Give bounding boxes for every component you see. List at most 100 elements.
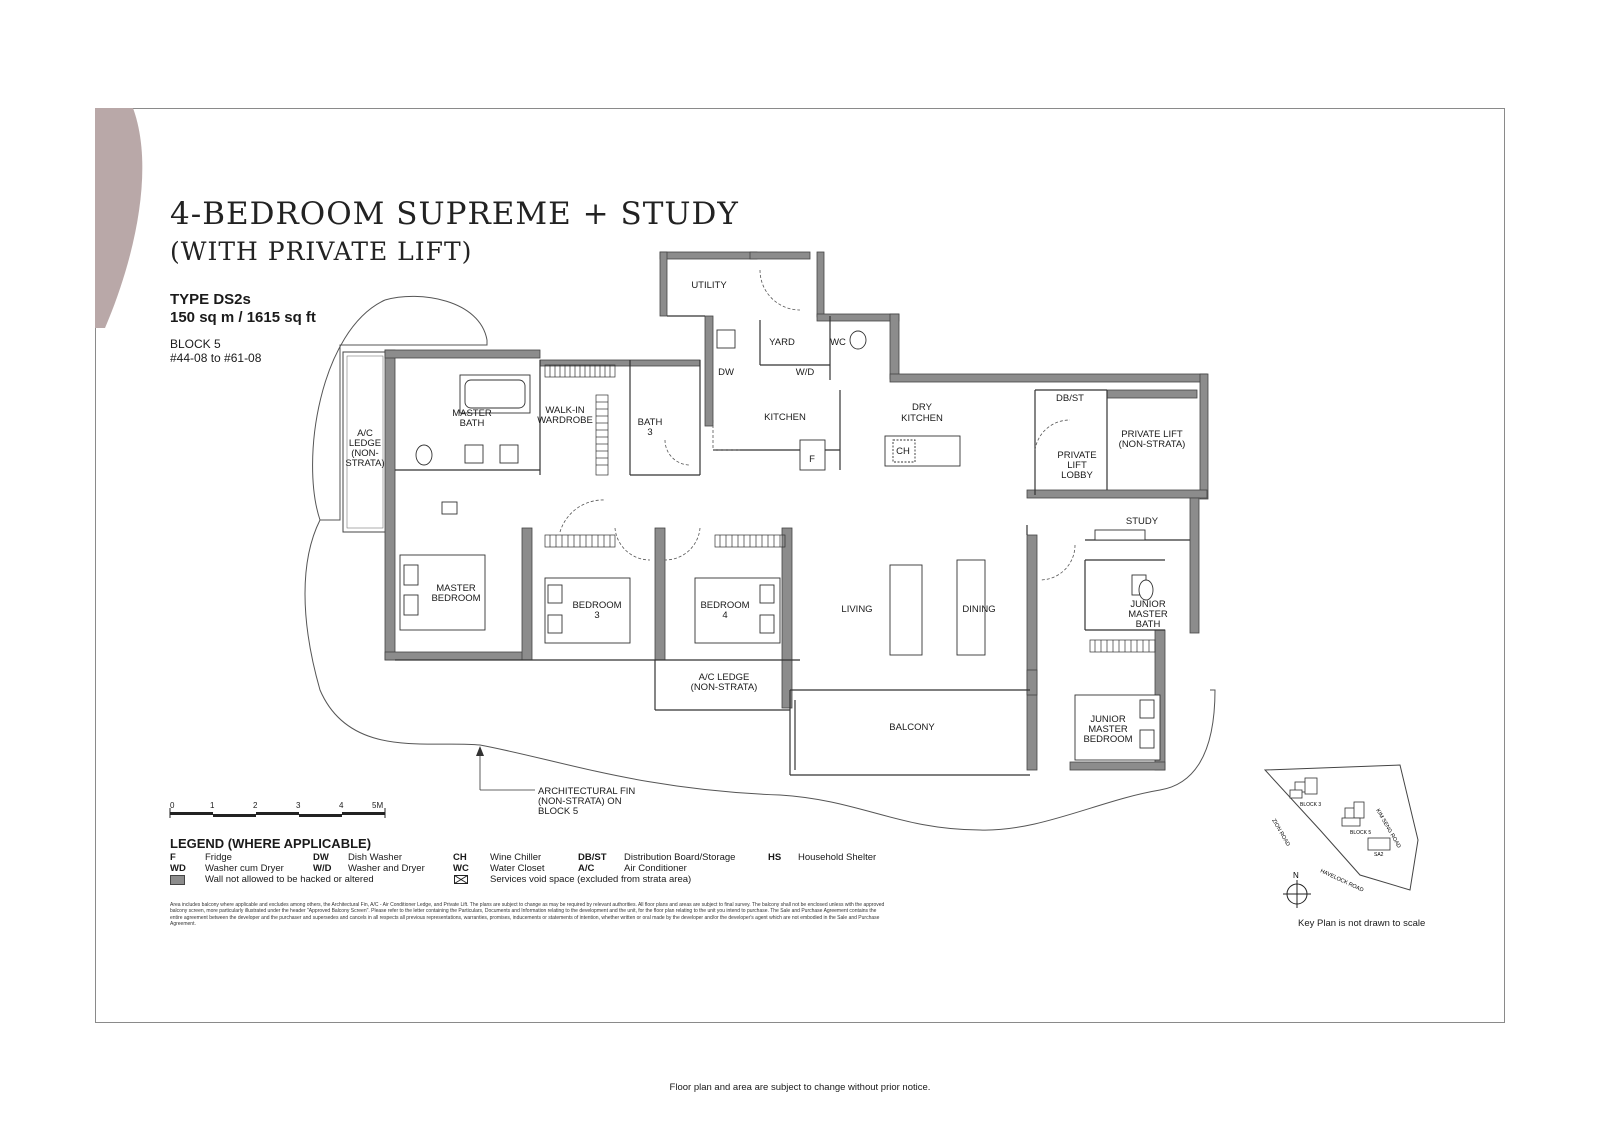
load-bearing-walls: [384, 251, 1209, 771]
page-frame: [95, 108, 1505, 1023]
disclaimer-text: Area includes balcony where applicable a…: [170, 902, 885, 927]
room-study: STUDY: [1126, 516, 1159, 527]
legend-wall-swatch: [170, 875, 185, 885]
legend-code-dbst: DB/ST: [578, 852, 607, 863]
room-bed3-2: 3: [594, 610, 599, 621]
room-kitchen: KITCHEN: [764, 412, 806, 423]
room-private-lift-1: PRIVATE LIFT: [1121, 429, 1183, 440]
room-balcony: BALCONY: [889, 722, 935, 733]
room-master-bath-1: MASTER: [452, 408, 492, 419]
furniture: [399, 329, 1161, 761]
room-bath3-1: BATH: [638, 417, 663, 428]
scale-1: 1: [210, 801, 215, 810]
keyplan-zion: ZION ROAD: [1270, 818, 1290, 847]
room-utility: UTILITY: [691, 280, 727, 291]
room-lift-lobby-2: LIFT: [1067, 460, 1087, 471]
room-walkin-2: WARDROBE: [537, 415, 593, 426]
room-lift-lobby-3: LOBBY: [1061, 470, 1093, 481]
legend-code-ch: CH: [453, 852, 467, 863]
legend-code-w-d: W/D: [313, 863, 332, 874]
key-plan: BLOCK 3 BLOCK 5 SA2 KIM SENG ROAD ZION R…: [1263, 764, 1419, 908]
legend-desc-dishwasher: Dish Washer: [348, 852, 403, 863]
wardrobe-hatching: [544, 364, 1156, 653]
legend-code-hs: HS: [768, 852, 782, 863]
legend-desc-wine-chiller: Wine Chiller: [490, 852, 542, 863]
legend-desc-services-void: Services void space (excluded from strat…: [490, 874, 692, 885]
scale-4: 4: [339, 801, 344, 810]
room-bed4-1: BEDROOM: [700, 600, 749, 611]
services-void-icon: [454, 875, 468, 884]
room-jr-bath-3: BATH: [1136, 619, 1161, 630]
unit-type: TYPE DS2s: [170, 291, 251, 308]
room-jr-bed-1: JUNIOR: [1090, 714, 1126, 725]
legend-desc-distribution-board: Distribution Board/Storage: [624, 852, 736, 863]
legend-desc-washer-dryer: Washer cum Dryer: [205, 863, 284, 874]
room-master-bath-2: BATH: [460, 418, 485, 429]
room-master-bed-2: BEDROOM: [431, 593, 480, 604]
footer-note: Floor plan and area are subject to chang…: [669, 1082, 931, 1093]
scale-5m: 5M: [372, 801, 383, 810]
block-label: BLOCK 5: [170, 337, 221, 351]
room-ac-ledge-3: (NON-: [351, 448, 378, 459]
room-labels: UTILITY YARD WC W/D DW KITCHEN DRY KITCH…: [345, 280, 1185, 745]
room-ac-ledge-b-1: A/C LEDGE: [699, 672, 750, 683]
architectural-fin-outline: [304, 295, 1216, 831]
unit-area: 150 sq m / 1615 sq ft: [170, 309, 316, 326]
scale-3: 3: [296, 801, 301, 810]
decorative-swoosh: [95, 108, 143, 328]
room-jr-bed-3: BEDROOM: [1083, 734, 1132, 745]
room-yard: YARD: [769, 337, 795, 348]
legend-desc-air-conditioner: Air Conditioner: [624, 863, 687, 874]
room-walkin-1: WALK-IN: [545, 405, 584, 416]
legend-code-f: F: [170, 852, 176, 863]
legend-title: LEGEND (WHERE APPLICABLE): [170, 836, 372, 851]
legend-code-wc: WC: [453, 863, 469, 874]
keyplan-block5: BLOCK 5: [1350, 830, 1371, 836]
label-wd: W/D: [796, 367, 815, 378]
room-bed3-1: BEDROOM: [572, 600, 621, 611]
room-jr-bath-1: JUNIOR: [1130, 599, 1166, 610]
scale-2: 2: [253, 801, 258, 810]
room-dry-kitchen-2: KITCHEN: [901, 413, 943, 424]
fin-note-3: BLOCK 5: [538, 806, 578, 817]
plan-title: 4-BEDROOM SUPREME + STUDY: [170, 196, 739, 232]
unit-numbers: #44-08 to #61-08: [170, 351, 262, 365]
fin-note-2: (NON-STRATA) ON: [538, 796, 622, 807]
label-fridge: F: [809, 454, 815, 465]
room-private-lift-2: (NON-STRATA): [1119, 439, 1186, 450]
keyplan-block3: BLOCK 3: [1300, 802, 1321, 808]
legend-desc-wall: Wall not allowed to be hacked or altered: [205, 874, 374, 885]
room-dry-kitchen-1: DRY: [912, 402, 933, 413]
room-bed4-2: 4: [722, 610, 727, 621]
north-arrow-icon: N: [1283, 871, 1311, 908]
fin-leader: ARCHITECTURAL FIN (NON-STRATA) ON BLOCK …: [476, 746, 635, 817]
keyplan-note: Key Plan is not drawn to scale: [1298, 918, 1426, 929]
scale-labels: 0 1 2 3 4 5M: [170, 801, 383, 810]
room-bath3-2: 3: [647, 427, 652, 438]
legend-desc-fridge: Fridge: [205, 852, 232, 863]
keyplan-sa2: SA2: [1374, 852, 1384, 858]
room-ac-ledge-2: LEDGE: [349, 438, 381, 449]
room-master-bed-1: MASTER: [436, 583, 476, 594]
room-lift-lobby-1: PRIVATE: [1057, 450, 1096, 461]
door-swings: [559, 269, 1076, 581]
legend-code-wd: WD: [170, 863, 186, 874]
plan-subtitle: (WITH PRIVATE LIFT): [170, 237, 473, 266]
label-ch: CH: [896, 446, 910, 457]
room-ac-ledge-b-2: (NON-STRATA): [691, 682, 758, 693]
label-dbst: DB/ST: [1056, 393, 1084, 404]
room-jr-bath-2: MASTER: [1128, 609, 1168, 620]
room-ac-ledge-4: STRATA): [345, 458, 384, 469]
legend-code-dw: DW: [313, 852, 329, 863]
legend-desc-household-shelter: Household Shelter: [798, 852, 877, 863]
room-dining: DINING: [962, 604, 995, 615]
fin-note-1: ARCHITECTURAL FIN: [538, 786, 635, 797]
interior-walls: [395, 315, 1190, 776]
legend-desc-water-closet: Water Closet: [490, 863, 545, 874]
scale-0: 0: [170, 801, 175, 810]
scale-bar: [169, 808, 386, 818]
room-living: LIVING: [841, 604, 872, 615]
keyplan-north: N: [1293, 871, 1299, 880]
legend-code-ac: A/C: [578, 863, 595, 874]
